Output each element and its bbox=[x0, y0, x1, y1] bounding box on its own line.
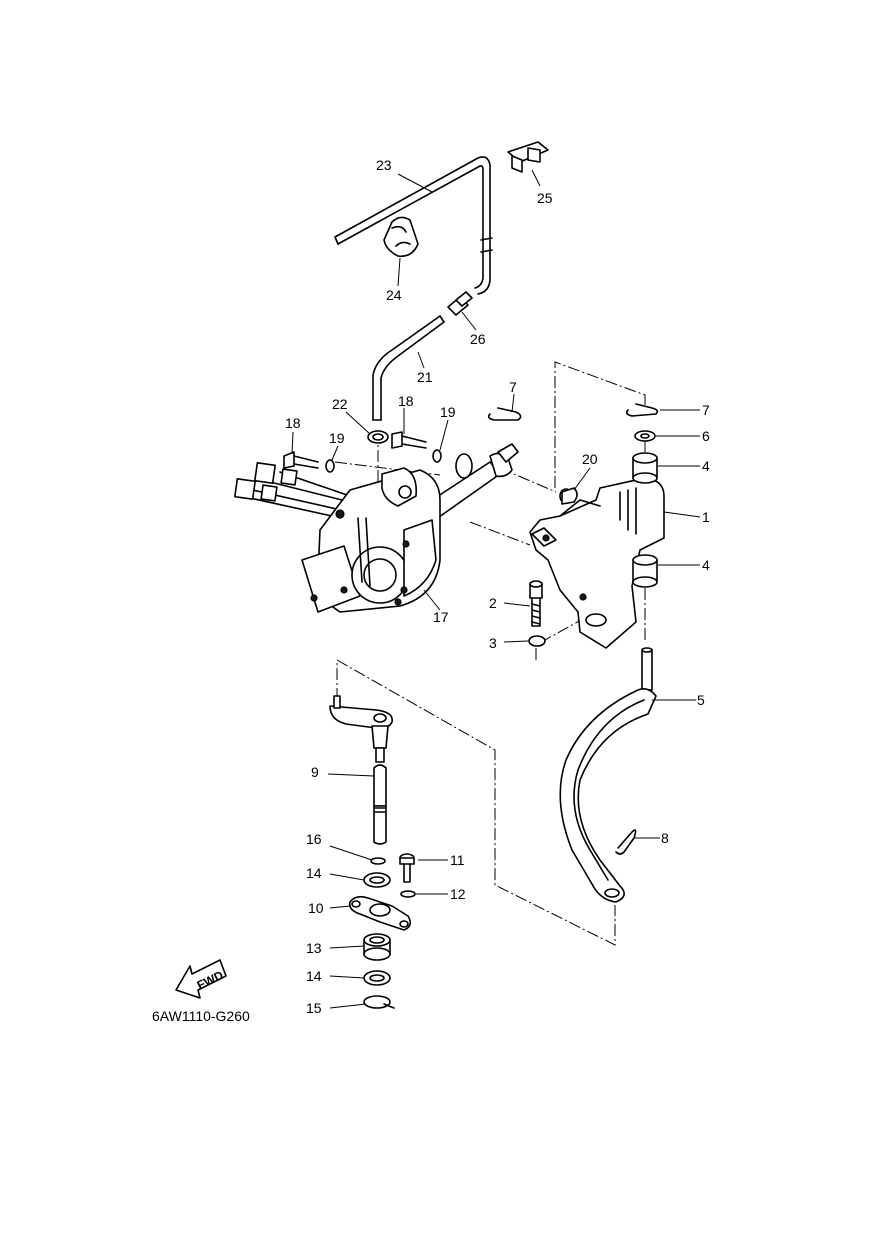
callout-8: 8 bbox=[661, 830, 669, 846]
callout-23: 23 bbox=[376, 157, 392, 173]
callout-20: 20 bbox=[582, 451, 598, 467]
washer-19-right bbox=[432, 449, 442, 463]
washer-12 bbox=[400, 890, 416, 898]
bolt-2 bbox=[529, 580, 543, 627]
washer-14-lower bbox=[363, 970, 391, 986]
fitting-26 bbox=[447, 291, 473, 316]
callout-4-top: 4 bbox=[702, 458, 710, 474]
callout-7-right: 7 bbox=[702, 402, 710, 418]
callout-2: 2 bbox=[489, 595, 497, 611]
lever-arm-upper bbox=[329, 695, 393, 763]
washer-19-left bbox=[325, 459, 335, 473]
callout-11: 11 bbox=[450, 852, 465, 868]
callout-15: 15 bbox=[306, 1000, 322, 1016]
callout-21: 21 bbox=[417, 369, 433, 385]
callout-3: 3 bbox=[489, 635, 497, 651]
hose-21 bbox=[372, 315, 445, 421]
lever-10 bbox=[348, 895, 412, 931]
fwd-arrow-icon: FWD bbox=[175, 959, 227, 999]
callout-5: 5 bbox=[697, 692, 705, 708]
cotter-pin-8 bbox=[615, 829, 637, 855]
callout-17: 17 bbox=[433, 609, 449, 625]
callout-22: 22 bbox=[332, 396, 348, 412]
bracket-1 bbox=[529, 477, 665, 649]
bolt-18-left bbox=[283, 451, 319, 469]
callout-6: 6 bbox=[702, 428, 710, 444]
callout-18-left: 18 bbox=[285, 415, 301, 431]
tilt-arm-5 bbox=[559, 647, 657, 903]
bushing-20 bbox=[559, 487, 578, 505]
callout-1: 1 bbox=[702, 509, 710, 525]
hose-clip-25 bbox=[507, 141, 549, 173]
callout-24: 24 bbox=[386, 287, 402, 303]
washer-3 bbox=[528, 635, 546, 647]
clamp-22 bbox=[367, 430, 389, 444]
bolt-18-right bbox=[391, 431, 427, 449]
bushing-4-top bbox=[632, 452, 658, 484]
tilt-trim-unit-17 bbox=[234, 443, 519, 613]
o-ring-16 bbox=[370, 857, 386, 865]
callout-14-upper: 14 bbox=[306, 865, 322, 881]
callout-18-right: 18 bbox=[398, 393, 414, 409]
washer-6 bbox=[634, 430, 656, 442]
callout-19-right: 19 bbox=[440, 404, 456, 420]
cotter-pin-7-left bbox=[487, 407, 522, 421]
cotter-pin-7-right bbox=[625, 403, 659, 417]
leader-lines bbox=[291, 169, 701, 1009]
washer-14-upper bbox=[363, 872, 391, 888]
circlip-15 bbox=[363, 995, 395, 1009]
callout-25: 25 bbox=[537, 190, 553, 206]
callout-9: 9 bbox=[311, 764, 319, 780]
callouts: 23 24 25 26 21 22 18 18 19 19 7 7 6 4 20… bbox=[285, 157, 710, 1016]
callout-16: 16 bbox=[306, 831, 322, 847]
hose-clamp-24 bbox=[383, 216, 419, 258]
callout-19-left: 19 bbox=[329, 430, 345, 446]
bushing-4-bottom bbox=[632, 554, 658, 588]
callout-26: 26 bbox=[470, 331, 486, 347]
callout-7-left: 7 bbox=[509, 379, 517, 395]
callout-14-lower: 14 bbox=[306, 968, 322, 984]
callout-4-bottom: 4 bbox=[702, 557, 710, 573]
shaft-9 bbox=[373, 764, 387, 845]
bolt-11 bbox=[399, 853, 415, 883]
bushing-13 bbox=[363, 933, 391, 961]
callout-12: 12 bbox=[450, 886, 466, 902]
callout-13: 13 bbox=[306, 940, 322, 956]
drawing-code: 6AW1110-G260 bbox=[152, 1008, 250, 1024]
callout-10: 10 bbox=[308, 900, 324, 916]
hose-23 bbox=[334, 156, 493, 295]
